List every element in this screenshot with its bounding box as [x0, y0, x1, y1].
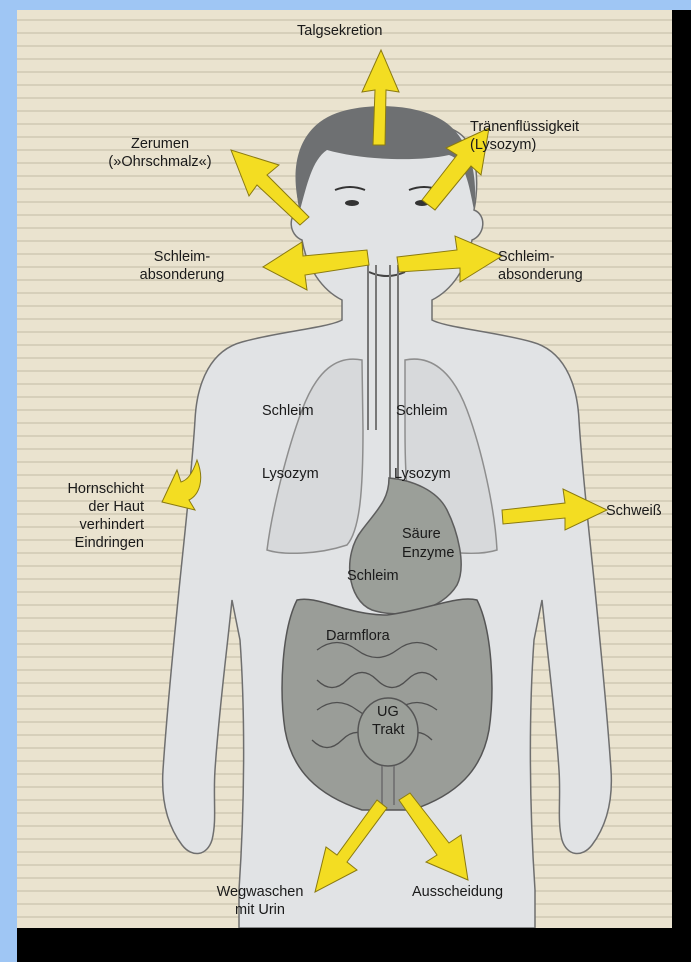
label-schleim-left-line1: Schleim- [118, 248, 246, 266]
label-traenenfluessigkeit: Tränenflüssigkeit (Lysozym) [470, 118, 579, 154]
eye-left [345, 200, 359, 206]
label-schleim-right-line2: absonderung [498, 266, 583, 284]
label-horn-line2: der Haut [24, 498, 144, 516]
label-wegwaschen-line1: Wegwaschen [205, 883, 315, 901]
frame-shadow-right [672, 10, 691, 962]
label-schleim-right-line1: Schleim- [498, 248, 583, 266]
label-zerumen: Zerumen (»Ohrschmalz«) [100, 135, 220, 171]
frame-shadow-bottom [17, 928, 672, 962]
organ-label-saeure: Säure [402, 526, 441, 542]
organ-label-schleim-magen: Schleim [347, 568, 399, 584]
organ-label-enzyme: Enzyme [402, 545, 454, 561]
organ-label-trakt: Trakt [372, 722, 405, 738]
label-traenen-line1: Tränenflüssigkeit [470, 118, 579, 136]
label-schleim-right: Schleim- absonderung [498, 248, 583, 284]
label-traenen-line2: (Lysozym) [470, 136, 579, 154]
label-horn-line4: Eindringen [24, 534, 144, 552]
label-zerumen-line1: Zerumen [100, 135, 220, 153]
label-zerumen-line2: (»Ohrschmalz«) [100, 153, 220, 171]
label-schweiss: Schweiß [606, 502, 662, 520]
organ-label-schleim-left: Schleim [262, 403, 314, 419]
label-wegwaschen: Wegwaschen mit Urin [205, 883, 315, 919]
label-horn-line1: Hornschicht [24, 480, 144, 498]
label-hornschicht: Hornschicht der Haut verhindert Eindring… [24, 480, 144, 552]
label-ausscheidung: Ausscheidung [412, 883, 503, 901]
organ-label-lysozym-left: Lysozym [262, 466, 319, 482]
organ-label-lysozym-right: Lysozym [394, 466, 451, 482]
label-schleim-left-line2: absonderung [118, 266, 246, 284]
label-wegwaschen-line2: mit Urin [205, 901, 315, 919]
label-schleim-left: Schleim- absonderung [118, 248, 246, 284]
organ-label-schleim-right: Schleim [396, 403, 448, 419]
organ-label-darmflora: Darmflora [326, 628, 390, 644]
label-horn-line3: verhindert [24, 516, 144, 534]
organ-label-ug: UG [377, 704, 399, 720]
label-talgsekretion: Talgsekretion [297, 22, 382, 40]
